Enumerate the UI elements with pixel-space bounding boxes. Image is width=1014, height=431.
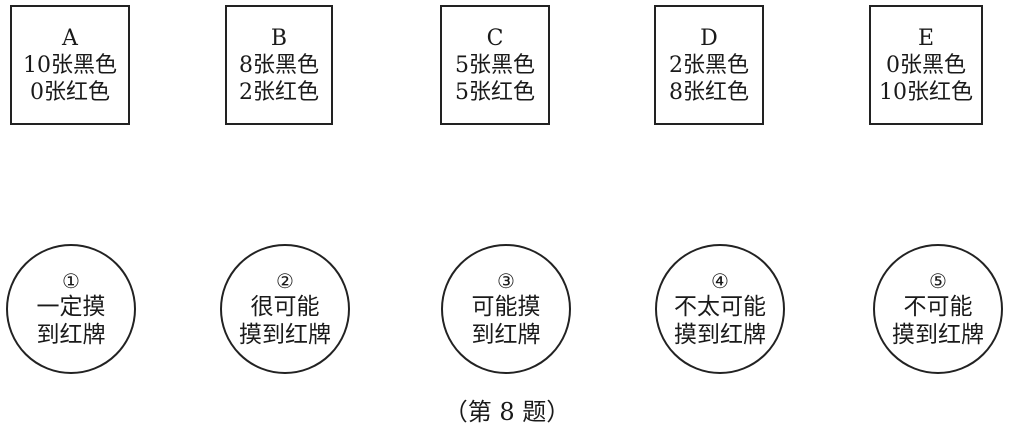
box-black-count: 2张黑色 (669, 52, 749, 78)
box-black-count: 8张黑色 (239, 52, 319, 78)
circle-number: ④ (711, 269, 729, 293)
box-red-count: 2张红色 (239, 79, 319, 105)
box-b: B 8张黑色 2张红色 (225, 5, 333, 125)
circle-text-line2: 摸到红牌 (892, 322, 984, 348)
box-black-count: 0张黑色 (886, 52, 966, 78)
circle-text-line2: 到红牌 (471, 322, 541, 348)
circle-number: ① (62, 269, 80, 293)
box-red-count: 8张红色 (669, 79, 749, 105)
circle-number: ③ (497, 269, 515, 293)
circle-text-line1: 不可能 (903, 294, 973, 320)
box-label: E (917, 25, 935, 51)
circle-number: ⑤ (929, 269, 947, 293)
circle-text-line2: 摸到红牌 (674, 322, 766, 348)
box-red-count: 5张红色 (455, 79, 535, 105)
box-label: A (62, 25, 78, 51)
circle-4: ④ 不太可能 摸到红牌 (655, 244, 785, 374)
box-red-count: 0张红色 (30, 79, 110, 105)
box-label: B (270, 25, 288, 51)
circle-text-line2: 摸到红牌 (239, 322, 331, 348)
circle-3: ③ 可能摸 到红牌 (441, 244, 571, 374)
circle-text-line1: 很可能 (250, 294, 320, 320)
box-d: D 2张黑色 8张红色 (654, 5, 764, 125)
circle-text-line1: 可能摸 (471, 294, 541, 320)
circle-5: ⑤ 不可能 摸到红牌 (873, 244, 1003, 374)
box-red-count: 10张红色 (879, 79, 973, 105)
circle-number: ② (276, 269, 294, 293)
figure-caption: （第 8 题） (443, 398, 571, 426)
circle-text-line2: 到红牌 (36, 322, 106, 348)
box-black-count: 10张黑色 (23, 52, 117, 78)
box-c: C 5张黑色 5张红色 (440, 5, 550, 125)
circle-2: ② 很可能 摸到红牌 (220, 244, 350, 374)
circle-text-line1: 一定摸 (36, 294, 106, 320)
box-label: C (486, 25, 504, 51)
box-label: D (700, 25, 718, 51)
box-e: E 0张黑色 10张红色 (869, 5, 983, 125)
box-black-count: 5张黑色 (455, 52, 535, 78)
circle-1: ① 一定摸 到红牌 (6, 244, 136, 374)
circle-text-line1: 不太可能 (674, 294, 766, 320)
box-a: A 10张黑色 0张红色 (10, 5, 130, 125)
